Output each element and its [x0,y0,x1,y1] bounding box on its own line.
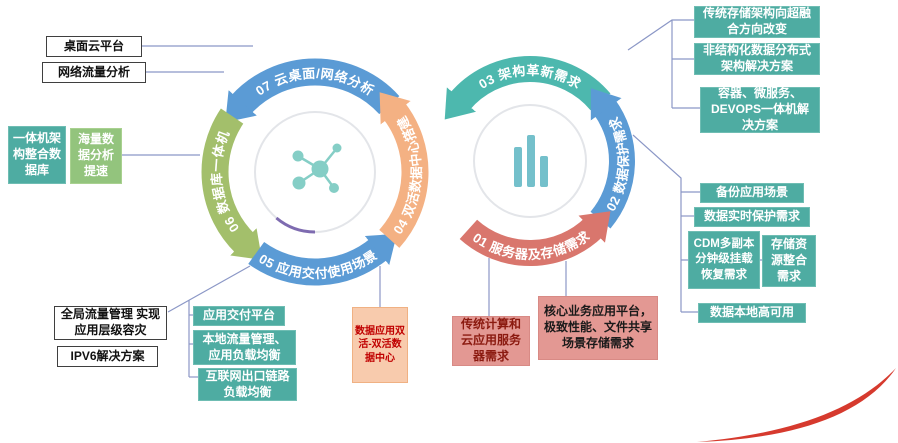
box-core-business: 核心业务应用平台，极致性能、文件共享场景存储需求 [538,296,658,360]
box-hyperconverged: 传统存储架构向超融合方向改变 [694,6,820,38]
box-cdm-recovery: CDM多副本分钟级挂载恢复需求 [688,231,760,289]
box-local-high-availability: 数据本地高可用 [698,303,806,323]
right-ring [444,56,635,267]
arc-05 [248,233,397,286]
arc-02 [590,88,635,229]
box-massive-data: 海量数据分析提速 [70,128,122,184]
box-dual-active-datacenter: 数据应用双活-双活数据中心 [352,307,408,383]
arc-06 [201,108,263,260]
box-backup-scenario: 备份应用场景 [700,183,804,203]
left-inner-purple-arc [275,216,316,234]
box-storage-integration: 存储资源整合需求 [762,235,816,287]
box-ipv6: IPV6解决方案 [57,346,158,367]
arc-03 [444,56,611,120]
box-unstructured-data: 非结构化数据分布式架构解决方案 [694,43,820,75]
box-container-devops: 容器、微服务、DEVOPS一体机解决方案 [700,86,820,133]
arc-07 [225,58,400,123]
box-internet-link: 互联网出口链路负载均衡 [198,368,297,401]
bar-chart-icon [514,135,548,187]
box-global-traffic: 全局流量管理 实现应用层级容灾 [54,306,167,340]
arc-01 [459,211,611,267]
swoosh-icon [697,368,896,442]
left-ring [201,58,429,286]
box-aio-architecture: 一体机架构整合数据库 [8,126,66,184]
box-traditional-compute: 传统计算和云应用服务器需求 [452,316,530,366]
arc-04 [378,92,429,248]
molecule-icon [292,143,342,193]
box-network-traffic: 网络流量分析 [42,62,146,83]
box-realtime-protection: 数据实时保护需求 [694,207,810,227]
box-local-traffic: 本地流量管理、应用负载均衡 [193,330,296,365]
box-desktop-cloud: 桌面云平台 [46,36,142,57]
box-app-delivery-platform: 应用交付平台 [193,306,285,326]
